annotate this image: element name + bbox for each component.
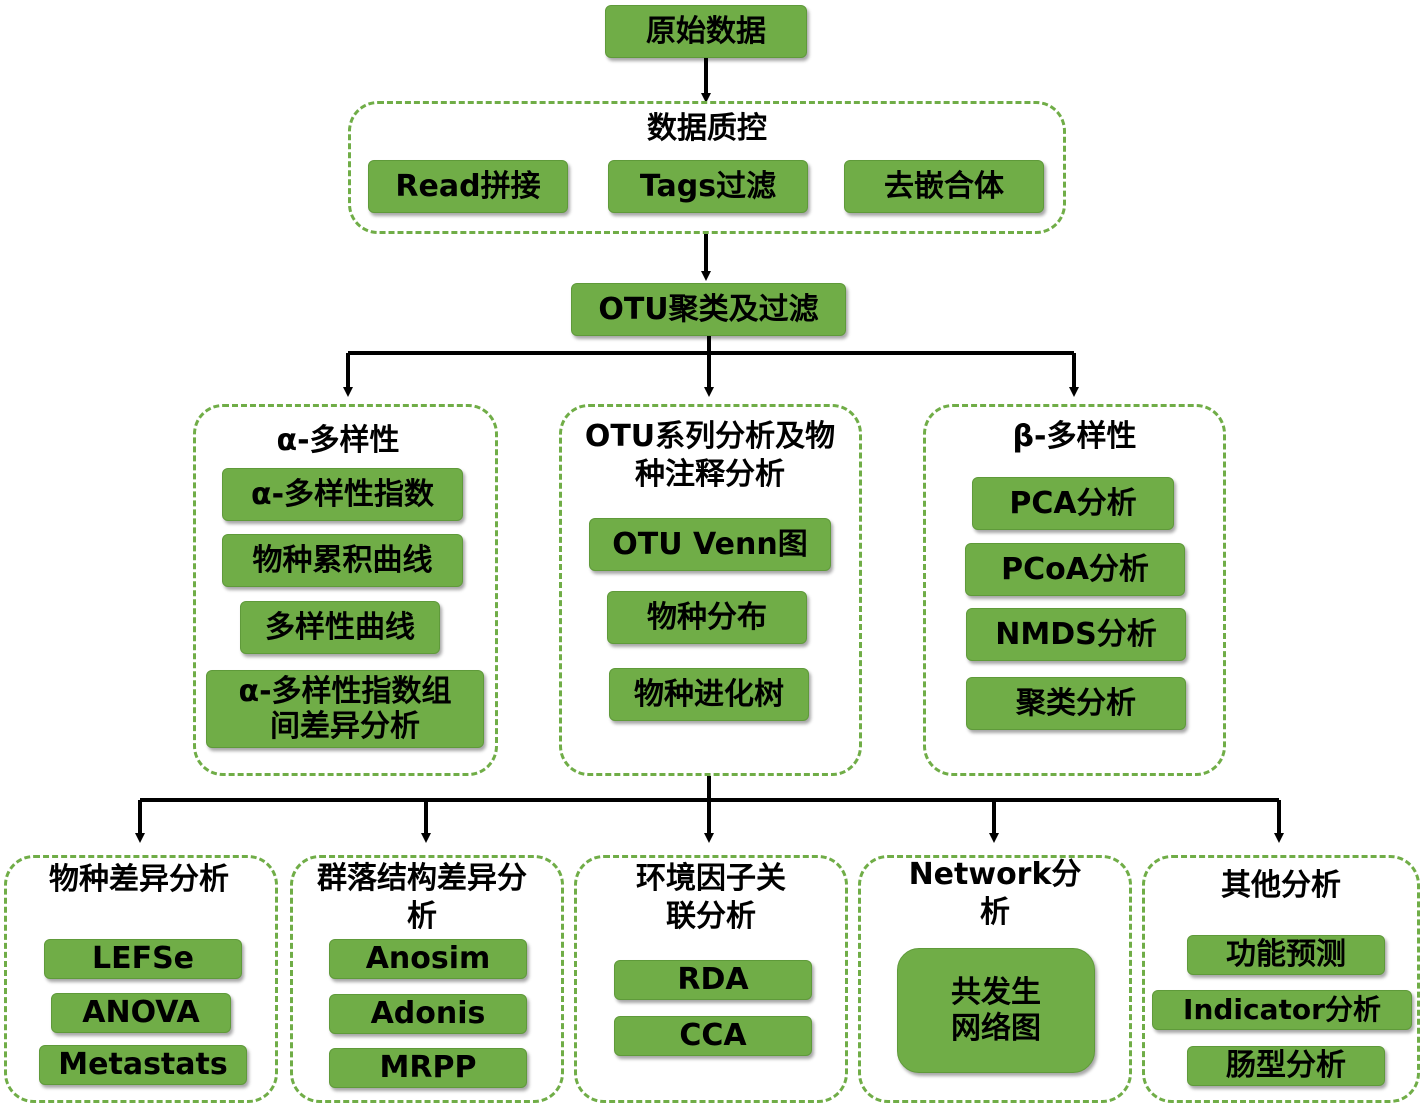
lefse: LEFSe xyxy=(44,939,242,979)
otu-series-title-text: OTU系列分析及物种注释分析 xyxy=(584,419,836,492)
beta-title: β-多样性 xyxy=(1012,419,1137,454)
qc-title: 数据质控 xyxy=(647,111,767,146)
species-distribution: 物种分布 xyxy=(607,591,807,644)
raw-data-box: 原始数据 xyxy=(605,5,807,58)
beta-pca: PCA分析 xyxy=(972,477,1174,530)
alpha-rarefaction: 物种累积曲线 xyxy=(222,534,463,587)
alpha-group-diff: α-多样性指数组间差异分析 xyxy=(206,670,484,748)
beta-nmds: NMDS分析 xyxy=(966,608,1186,661)
metastats: Metastats xyxy=(39,1045,247,1085)
co-occurrence-network-label: 共发生网络图 xyxy=(951,975,1041,1046)
env-title: 环境因子关联分析 xyxy=(636,860,786,935)
adonis: Adonis xyxy=(329,994,527,1034)
alpha-group-diff-label: α-多样性指数组间差异分析 xyxy=(238,673,452,744)
qc-chimera-removal: 去嵌合体 xyxy=(844,160,1044,213)
otu-series-title: OTU系列分析及物种注释分析 xyxy=(574,418,846,493)
cca: CCA xyxy=(614,1016,812,1056)
mrpp: MRPP xyxy=(329,1048,527,1088)
otu-venn: OTU Venn图 xyxy=(589,518,831,571)
enterotype-analysis: 肠型分析 xyxy=(1187,1046,1385,1086)
alpha-index: α-多样性指数 xyxy=(222,468,463,521)
anova: ANOVA xyxy=(51,993,231,1033)
qc-read-merge: Read拼接 xyxy=(368,160,568,213)
anosim: Anosim xyxy=(329,939,527,979)
community-title: 群落结构差异分析 xyxy=(312,860,532,935)
network-title-text: Network分析 xyxy=(908,857,1082,930)
species-diff-title: 物种差异分析 xyxy=(49,862,229,897)
indicator-analysis: Indicator分析 xyxy=(1152,990,1412,1030)
otu-cluster-box: OTU聚类及过滤 xyxy=(571,283,846,336)
community-title-text: 群落结构差异分析 xyxy=(317,861,527,934)
beta-pcoa: PCoA分析 xyxy=(965,543,1185,596)
alpha-diversity-curve: 多样性曲线 xyxy=(240,601,440,654)
co-occurrence-network: 共发生网络图 xyxy=(897,948,1095,1073)
other-title: 其他分析 xyxy=(1221,868,1341,903)
function-prediction: 功能预测 xyxy=(1187,935,1385,975)
phylogenetic-tree: 物种进化树 xyxy=(609,668,809,721)
rda: RDA xyxy=(614,960,812,1000)
env-title-text: 环境因子关联分析 xyxy=(636,861,786,934)
beta-cluster: 聚类分析 xyxy=(966,677,1186,730)
qc-tags-filter: Tags过滤 xyxy=(608,160,808,213)
alpha-title: α-多样性 xyxy=(276,423,400,458)
network-title: Network分析 xyxy=(900,856,1090,931)
